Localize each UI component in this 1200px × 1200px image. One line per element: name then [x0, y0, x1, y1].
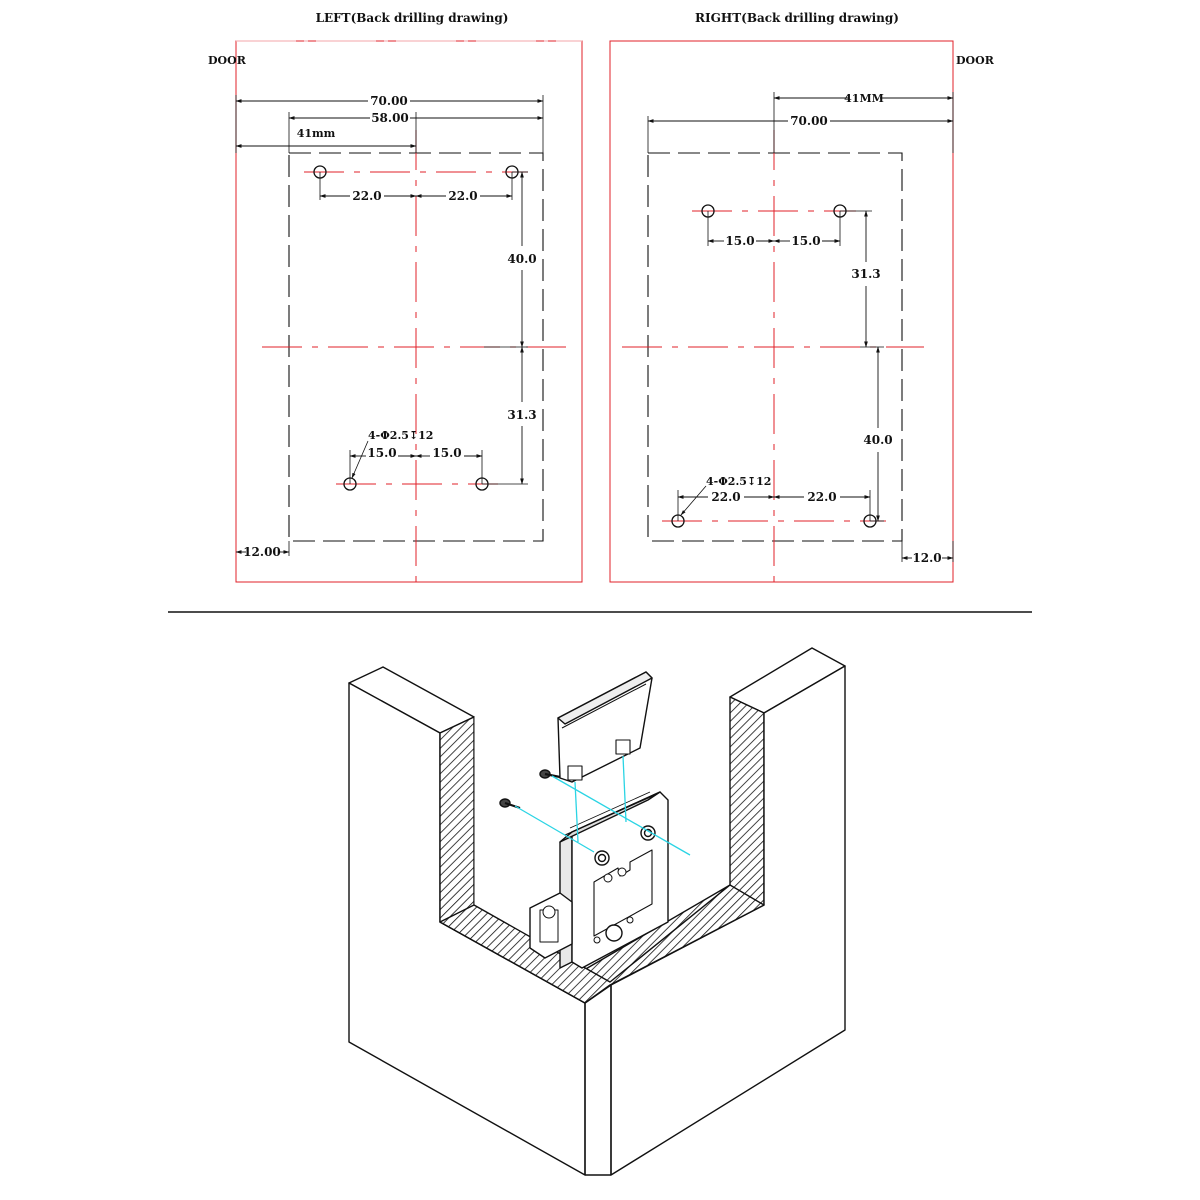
lock-keyway — [605, 924, 623, 942]
left-door-label: DOOR — [208, 54, 247, 67]
screw-upper — [539, 769, 561, 779]
strike-tab-a — [567, 765, 583, 781]
left-dim-15a: 15.0 — [367, 446, 396, 460]
left-dim-58: 58.00 — [371, 111, 409, 125]
left-title: LEFT(Back drilling drawing) — [316, 11, 509, 25]
right-title: RIGHT(Back drilling drawing) — [695, 11, 899, 25]
right-dim-41: 41MM — [844, 92, 884, 105]
right-dim-313: 31.3 — [851, 267, 880, 281]
left-dim-22a: 22.0 — [352, 189, 381, 203]
left-dim-15b: 15.0 — [432, 446, 461, 460]
right-dim-22b: 22.0 — [807, 490, 836, 504]
left-dim-41: 41mm — [297, 127, 336, 140]
left-dim-12: 12.00 — [243, 545, 281, 559]
right-dim-12: 12.0 — [912, 551, 941, 565]
right-dim-70: 70.00 — [790, 114, 828, 128]
right-drawing: RIGHT(Back drilling drawing) DOOR 41MM — [609, 11, 995, 583]
strike-plate-top — [557, 671, 653, 725]
cabinet-illustration — [348, 647, 846, 1176]
left-hole-spec: 4-Φ2.5↧12 — [368, 429, 433, 442]
left-drawing: LEFT(Back drilling drawing) DOOR 70.0 — [208, 11, 583, 583]
right-dim-22a: 22.0 — [711, 490, 740, 504]
left-dim-70: 70.00 — [370, 94, 408, 108]
alignment-leaders — [514, 755, 691, 856]
screw-lower — [499, 798, 521, 810]
right-hole-spec: 4-Φ2.5↧12 — [706, 475, 771, 488]
right-dim-15a: 15.0 — [725, 234, 754, 248]
right-dim-40: 40.0 — [863, 433, 892, 447]
right-dim-15b: 15.0 — [791, 234, 820, 248]
strike-tab-b — [615, 739, 631, 755]
left-dim-22b: 22.0 — [448, 189, 477, 203]
right-panel-outline — [609, 40, 954, 583]
left-dim-313: 31.3 — [507, 408, 536, 422]
left-panel-outline — [235, 40, 583, 583]
right-door-label: DOOR — [956, 54, 995, 67]
left-dim-40: 40.0 — [507, 252, 536, 266]
